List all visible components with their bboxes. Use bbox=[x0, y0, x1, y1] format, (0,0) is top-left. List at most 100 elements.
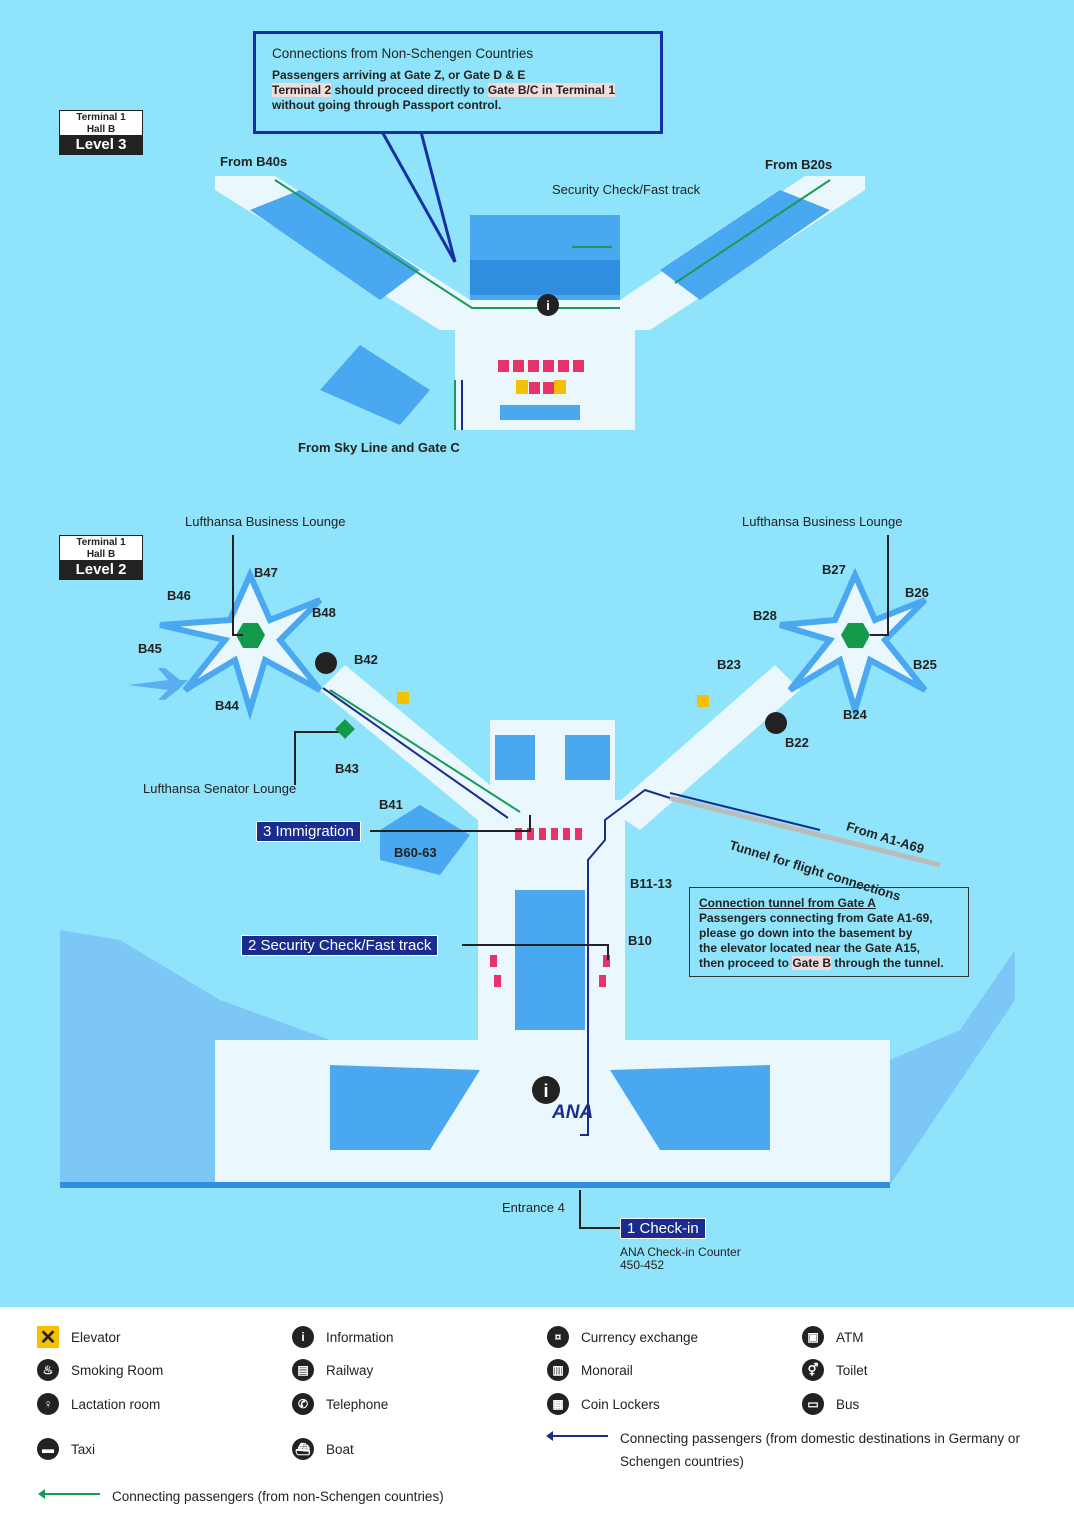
monorail-icon: ▥ bbox=[547, 1359, 569, 1381]
tunnel-box-highlight: Gate B bbox=[792, 956, 832, 970]
legend-label: Boat bbox=[326, 1441, 354, 1457]
legend-item: ▥ Monorail bbox=[547, 1359, 633, 1381]
label-security-check: Security Check/Fast track bbox=[552, 182, 701, 197]
legend-item: ✆ Telephone bbox=[292, 1393, 388, 1415]
badge-level: Level 2 bbox=[60, 560, 142, 579]
coin-lockers-icon: ▦ bbox=[547, 1393, 569, 1415]
gate-label: B26 bbox=[905, 585, 929, 600]
legend-item: ▦ Coin Lockers bbox=[547, 1393, 660, 1415]
legend-label: Connecting passengers (from non-Schengen… bbox=[112, 1489, 444, 1504]
gate-label: B47 bbox=[254, 565, 278, 580]
legend-label: Railway bbox=[326, 1362, 374, 1378]
gate-label: B24 bbox=[843, 707, 867, 722]
label-ana-counter-number: 450-452 bbox=[620, 1258, 665, 1272]
legend-route-domestic: Connecting passengers (from domestic des… bbox=[546, 1427, 1030, 1473]
gate-label: B43 bbox=[335, 761, 359, 776]
information-icon: i bbox=[292, 1326, 314, 1348]
tunnel-box-line: Passengers connecting from Gate A1-69, bbox=[699, 911, 933, 925]
legend-label: Smoking Room bbox=[71, 1362, 164, 1378]
bus-icon: ▭ bbox=[802, 1393, 824, 1415]
non-schengen-callout: Connections from Non-Schengen Countries … bbox=[253, 31, 663, 134]
callout-line: without going through Passport control. bbox=[272, 98, 502, 112]
elevator-icon: ✕ bbox=[37, 1326, 59, 1349]
gate-label: B27 bbox=[822, 562, 846, 577]
callout-title: Connections from Non-Schengen Countries bbox=[272, 46, 534, 61]
tunnel-box-text: through the tunnel. bbox=[831, 956, 944, 970]
legend-label: Currency exchange bbox=[581, 1329, 699, 1345]
gate-label: B46 bbox=[167, 588, 191, 603]
gate-label: B25 bbox=[913, 657, 937, 672]
smoking-room-icon: ♨ bbox=[37, 1359, 59, 1381]
label-lounge-right: Lufthansa Business Lounge bbox=[742, 514, 903, 529]
svg-text:i: i bbox=[543, 1081, 548, 1101]
airplane-icon bbox=[128, 668, 188, 700]
currency-exchange-icon: ¤ bbox=[547, 1326, 569, 1348]
ana-logo: ANA bbox=[552, 1102, 594, 1123]
legend-label: Coin Lockers bbox=[581, 1396, 660, 1412]
gate-label: B28 bbox=[753, 608, 777, 623]
legend-label: Connecting passengers (from domestic des… bbox=[620, 1431, 1020, 1469]
tunnel-box-line: the elevator located near the Gate A15, bbox=[699, 941, 920, 955]
legend-item: ✕ Elevator bbox=[37, 1326, 121, 1349]
toilet-icon: ⚥ bbox=[802, 1359, 824, 1381]
callout-line: Passengers arriving at Gate Z, or Gate D… bbox=[272, 68, 526, 82]
label-from-skyline: From Sky Line and Gate C bbox=[298, 440, 460, 455]
route-arrow-icon bbox=[38, 1489, 100, 1499]
map-floorplan: i i bbox=[60, 127, 1015, 1229]
lactation-room-icon: ♀ bbox=[37, 1393, 59, 1415]
legend-label: Elevator bbox=[71, 1329, 121, 1345]
badge-terminal: Terminal 1 bbox=[76, 112, 126, 123]
legend-label: Lactation room bbox=[71, 1396, 161, 1412]
legend-label: Information bbox=[326, 1329, 394, 1345]
legend-label: Telephone bbox=[326, 1396, 389, 1412]
legend-item: ▭ Bus bbox=[802, 1393, 859, 1415]
badge-hall: Hall B bbox=[86, 549, 116, 560]
legend-item: ♀ Lactation room bbox=[37, 1393, 160, 1415]
badge-level: Level 3 bbox=[60, 135, 142, 154]
tunnel-box-line: please go down into the basement by bbox=[699, 926, 913, 940]
gate-label: B10 bbox=[628, 933, 652, 948]
callout-highlight: Terminal 2 bbox=[272, 83, 332, 97]
gate-label: B45 bbox=[138, 641, 162, 656]
legend-label: Bus bbox=[836, 1396, 860, 1412]
tunnel-info-box: Connection tunnel from Gate A Passengers… bbox=[689, 887, 969, 977]
tunnel-box-line: then proceed to Gate B through the tunne… bbox=[699, 956, 968, 971]
legend-item: ⚥ Toilet bbox=[802, 1359, 868, 1381]
badge-hall: Hall B bbox=[86, 124, 116, 135]
label-ana-counter: ANA Check-in Counter bbox=[620, 1245, 741, 1259]
legend-item: ▣ ATM bbox=[802, 1326, 864, 1348]
taxi-icon: ▬ bbox=[37, 1438, 59, 1460]
telephone-icon: ✆ bbox=[292, 1393, 314, 1415]
label-from-b40s: From B40s bbox=[220, 154, 288, 169]
svg-text:i: i bbox=[546, 298, 550, 313]
gate-label: B44 bbox=[215, 698, 239, 713]
legend-label: ATM bbox=[836, 1329, 864, 1345]
legend-label: Toilet bbox=[836, 1362, 868, 1378]
step-security-check: 2 Security Check/Fast track bbox=[241, 935, 439, 956]
legend-item: ¤ Currency exchange bbox=[547, 1326, 698, 1348]
callout-text: Passengers arriving at Gate Z, or Gate D… bbox=[272, 68, 660, 113]
legend-label: Monorail bbox=[581, 1362, 633, 1378]
label-from-b20s: From B20s bbox=[765, 157, 833, 172]
gate-label: B41 bbox=[379, 797, 403, 812]
legend-item: i Information bbox=[292, 1326, 394, 1348]
callout-line: should proceed directly to bbox=[331, 83, 488, 97]
legend-item: ⛴Boat bbox=[292, 1438, 354, 1460]
gate-label: B22 bbox=[785, 735, 809, 750]
level2-floorplan: i bbox=[60, 535, 1015, 1229]
legend-route-nonschengen: Connecting passengers (from non-Schengen… bbox=[38, 1485, 512, 1508]
gate-label: B48 bbox=[312, 605, 336, 620]
label-senator-lounge: Lufthansa Senator Lounge bbox=[143, 781, 297, 796]
tunnel-box-title: Connection tunnel from Gate A bbox=[699, 896, 876, 910]
label-entrance-4: Entrance 4 bbox=[502, 1200, 565, 1215]
level3-floorplan: i bbox=[215, 127, 865, 430]
legend-item: ▤ Railway bbox=[292, 1359, 373, 1381]
label-lounge-left: Lufthansa Business Lounge bbox=[185, 514, 346, 529]
gate-label: B42 bbox=[354, 652, 378, 667]
railway-icon: ▤ bbox=[292, 1359, 314, 1381]
step-check-in: 1 Check-in bbox=[620, 1218, 706, 1239]
atm-icon: ▣ bbox=[802, 1326, 824, 1348]
gate-label: B60-63 bbox=[394, 845, 437, 860]
